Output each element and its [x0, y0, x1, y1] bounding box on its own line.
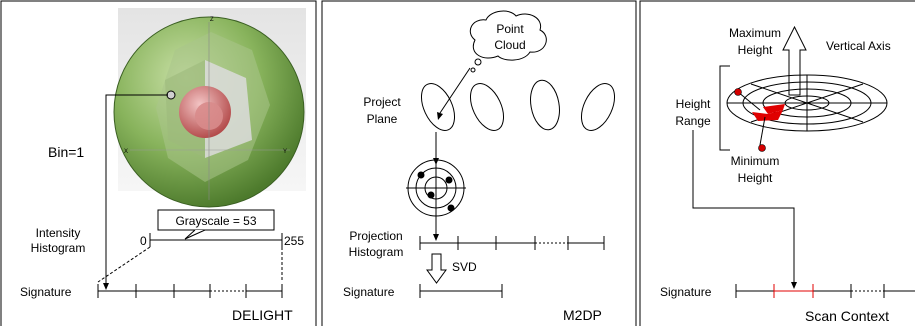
grayscale-callout-text: Grayscale = 53	[175, 214, 256, 228]
projection-plane-3	[530, 79, 560, 131]
vertical-axis-arrow	[782, 25, 807, 96]
svd-arrow	[426, 253, 447, 284]
intensity-histogram-label-line2: Histogram	[31, 241, 86, 255]
panel-delight-frame	[0, 0, 317, 326]
scan-context-polar-grid	[726, 74, 888, 132]
projection-plane-2	[469, 83, 505, 131]
m2dp-panel: Point Cloud Project Plane Projection His…	[343, 10, 616, 323]
delight-signature-label: Signature	[20, 285, 72, 299]
minimum-height-marker	[758, 144, 766, 152]
scan-context-signature-label: Signature	[660, 285, 712, 299]
panel-m2dp-frame	[321, 0, 637, 326]
delight-caption: DELIGHT	[232, 307, 293, 323]
height-range-connector	[692, 130, 795, 284]
scan-context-signature-bar	[735, 284, 915, 298]
maximum-height-marker	[734, 88, 742, 96]
delight-signature-bar	[97, 284, 283, 298]
m2dp-signature-label: Signature	[343, 285, 395, 299]
projection-plane-1	[420, 83, 456, 131]
range-max-label: 255	[284, 234, 304, 248]
polar-bin-grid	[406, 158, 466, 218]
point-cloud-label-line2: Cloud	[494, 38, 525, 52]
maximum-height-label-line2: Height	[738, 43, 773, 57]
bin-point-marker	[166, 90, 176, 100]
projection-plane-4	[580, 83, 616, 131]
vertical-axis-label: Vertical Axis	[826, 39, 891, 53]
bin-connector-line	[105, 94, 168, 285]
lidar-sphere-image: Z X Y	[113, 8, 306, 208]
projection-histogram-bar	[419, 236, 605, 250]
axis-z-label: Z	[210, 17, 214, 23]
panel-scan-context-frame	[639, 0, 915, 326]
projection-histogram-label-line2: Histogram	[349, 245, 404, 259]
axis-y-label: Y	[283, 149, 287, 155]
height-range-label-line2: Range	[675, 114, 711, 128]
projection-histogram-label-line1: Projection	[349, 229, 402, 243]
delight-panel: Z X Y Bin=1 Intensity Histogram Grayscal…	[20, 8, 306, 323]
svd-label: SVD	[452, 260, 477, 274]
project-plane-label-line2: Plane	[367, 112, 398, 126]
height-range-label-line1: Height	[676, 97, 711, 111]
m2dp-caption: M2DP	[563, 307, 602, 323]
m2dp-signature-bar	[419, 284, 503, 298]
point-cloud-bubble	[469, 10, 547, 61]
bin-label: Bin=1	[48, 144, 84, 160]
scan-context-panel: Maximum Height Vertical Axis Minimum Hei…	[660, 25, 915, 324]
minimum-height-label-line2: Height	[738, 171, 773, 185]
intensity-histogram-label-line1: Intensity	[36, 226, 81, 240]
point-cloud-label-line1: Point	[496, 22, 524, 36]
grayscale-callout-box	[157, 209, 275, 231]
height-range-bracket	[719, 65, 730, 151]
scan-context-caption: Scan Context	[805, 308, 889, 324]
maximum-height-label-line1: Maximum	[729, 26, 781, 40]
highlighted-bin	[763, 104, 785, 114]
axis-x-label: X	[124, 149, 128, 155]
project-plane-label-line1: Project	[363, 95, 401, 109]
range-min-label: 0	[140, 234, 147, 248]
minimum-height-label-line1: Minimum	[731, 154, 780, 168]
